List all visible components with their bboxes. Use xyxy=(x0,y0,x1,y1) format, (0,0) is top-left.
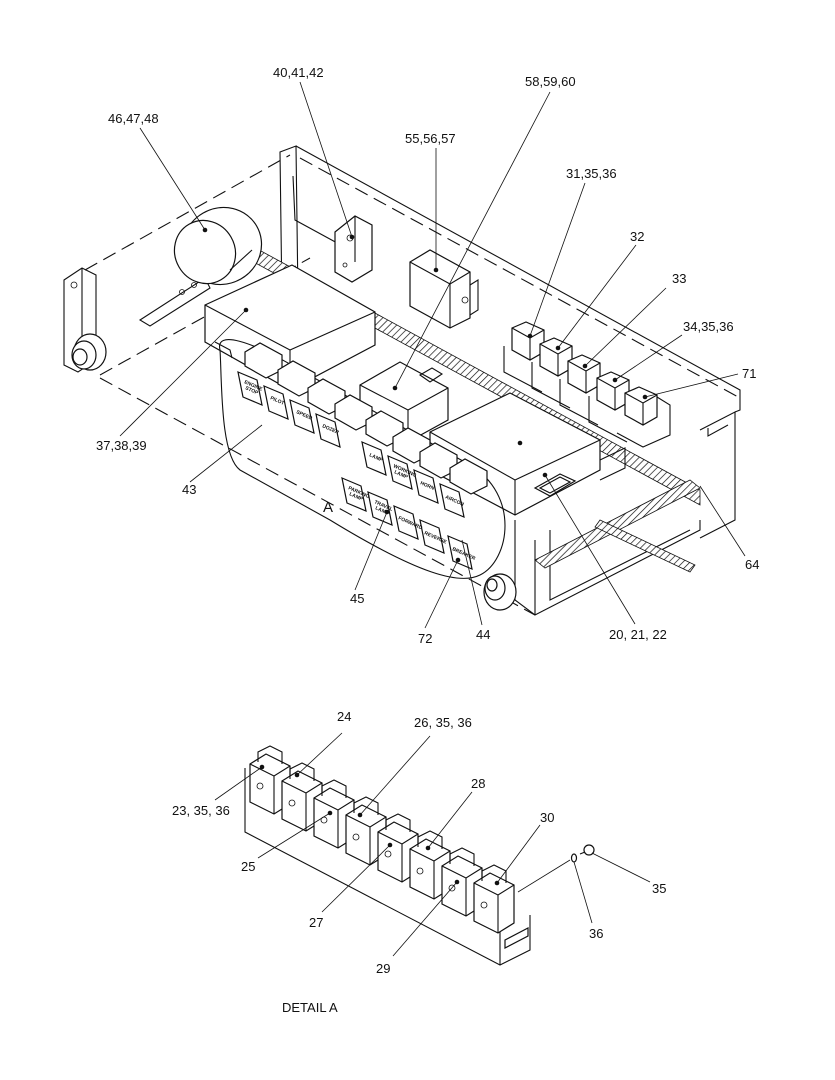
callout-33: 33 xyxy=(672,271,686,286)
detail-a-title: DETAIL A xyxy=(282,1000,338,1015)
callout-34-35-36: 34,35,36 xyxy=(683,319,734,334)
callout-28: 28 xyxy=(471,776,485,791)
callout-24: 24 xyxy=(337,709,351,724)
callout-20-21-22: 20, 21, 22 xyxy=(609,627,667,642)
callout-45: 45 xyxy=(350,591,364,606)
leader-lines-main xyxy=(119,81,746,629)
switch-panel: ENGINE STOP PILOT SPEED DOZER LAMP WORKI… xyxy=(219,339,506,579)
callout-detail-a-marker: A xyxy=(323,499,333,516)
callout-30: 30 xyxy=(540,810,554,825)
screw-35 xyxy=(579,844,595,856)
callout-31-35-36: 31,35,36 xyxy=(566,166,617,181)
buzzer-cylinder xyxy=(138,206,263,327)
callout-55-56-57: 55,56,57 xyxy=(405,131,456,146)
switch-label-engine-stop-2: STOP xyxy=(244,385,259,396)
callout-dots xyxy=(202,227,648,563)
callout-72: 72 xyxy=(418,631,432,646)
callout-44: 44 xyxy=(476,627,490,642)
callout-71: 71 xyxy=(742,366,756,381)
switch-label-parking-lamp-2: LAMP xyxy=(348,491,364,503)
detail-a-switch-strip xyxy=(244,745,595,966)
callout-64: 64 xyxy=(745,557,759,572)
bracket-relay xyxy=(334,215,373,283)
callout-27: 27 xyxy=(309,915,323,930)
relay-row xyxy=(503,321,671,448)
switch-label-horn: HORN xyxy=(419,480,435,492)
callout-40-41-42: 40,41,42 xyxy=(273,65,324,80)
callout-labels-main: 46,47,48 40,41,42 58,59,60 55,56,57 31,3… xyxy=(96,65,759,646)
callout-25: 25 xyxy=(241,859,255,874)
callout-37-38-39: 37,38,39 xyxy=(96,438,147,453)
switch-label-working-lamp-2: LAMP xyxy=(393,469,409,481)
leader-lines-detail xyxy=(214,732,651,957)
callout-36: 36 xyxy=(589,926,603,941)
switch-label-lamp: LAMP xyxy=(368,452,384,464)
callout-dots-detail xyxy=(259,764,500,886)
callout-43: 43 xyxy=(182,482,196,497)
callout-labels-detail: 24 26, 35, 36 23, 35, 36 28 30 25 35 27 … xyxy=(172,709,666,1015)
callout-26-35-36: 26, 35, 36 xyxy=(414,715,472,730)
callout-29: 29 xyxy=(376,961,390,976)
switch-label-travel-lamp-2: LAMP xyxy=(374,505,390,517)
flasher-unit xyxy=(409,249,479,329)
callout-35: 35 xyxy=(652,881,666,896)
callout-58-59-60: 58,59,60 xyxy=(525,74,576,89)
callout-23-35-36: 23, 35, 36 xyxy=(172,803,230,818)
callout-32: 32 xyxy=(630,229,644,244)
switch-label-pilot: PILOT xyxy=(269,395,285,406)
callout-46-47-48: 46,47,48 xyxy=(108,111,159,126)
washer-36 xyxy=(570,853,578,863)
